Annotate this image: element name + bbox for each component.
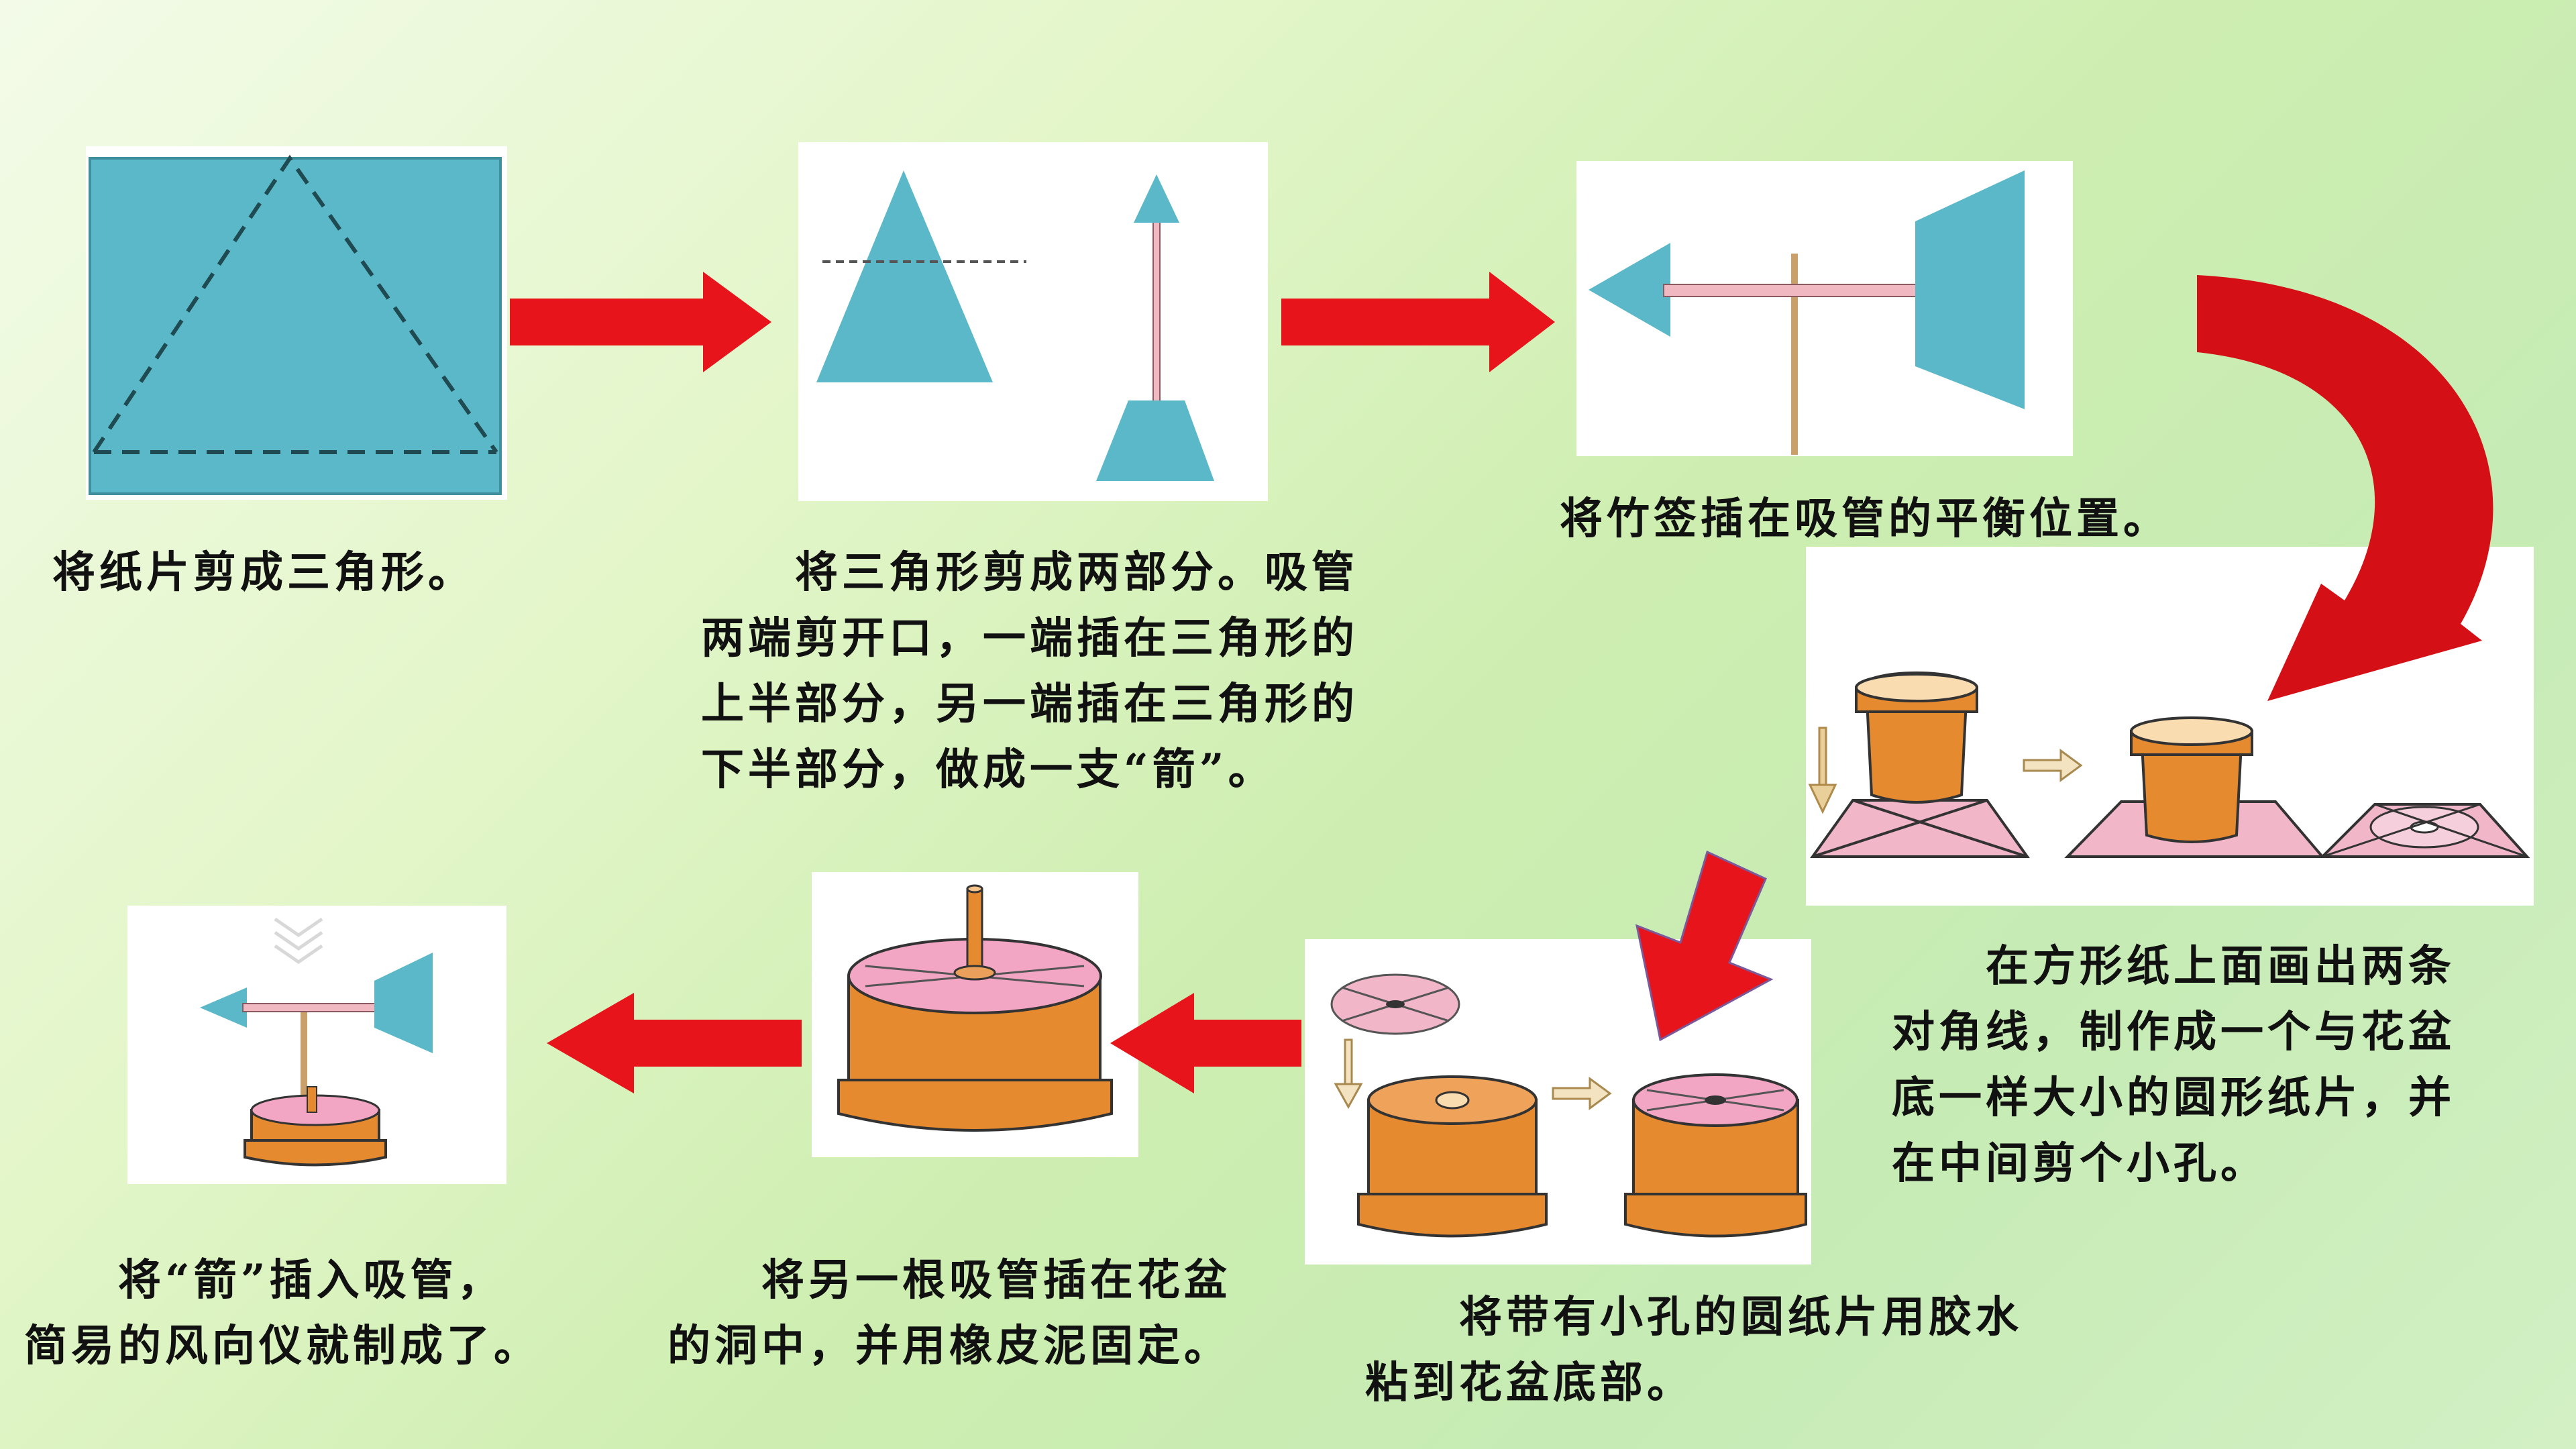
step3-caption: 将竹签插在吸管的平衡位置。 — [1560, 494, 2170, 544]
arrow-on-stick-icon — [1589, 170, 2025, 455]
paper-glue-icon — [1330, 973, 1807, 1238]
step6-image — [812, 872, 1138, 1157]
step7-caption: 将“箭”插入吸管， 简易的风向仪就制成了。 — [24, 1255, 541, 1371]
step2-image — [798, 142, 1268, 501]
left-arrow-icon — [547, 993, 802, 1093]
left-arrow-icon — [1110, 993, 1301, 1093]
arrow-assembly-icon — [816, 170, 1214, 481]
straw-in-pot-icon — [837, 884, 1113, 1132]
step7-image — [127, 906, 506, 1184]
step5-image — [1305, 939, 1811, 1265]
paper-square-icon — [89, 154, 502, 495]
right-arrow-icon — [510, 272, 771, 372]
wind-vane-icon — [200, 917, 433, 1167]
step5-caption: 将带有小孔的圆纸片用胶水 粘到花盆底部。 — [1365, 1292, 2023, 1408]
step2-caption: 将三角形剪成两部分。吸管 两端剪开口，一端插在三角形的 上半部分，另一端插在三角… — [701, 547, 1358, 795]
step1-caption: 将纸片剪成三角形。 — [52, 547, 475, 598]
step1-image — [86, 146, 507, 500]
step6-caption: 将另一根吸管插在花盆 的洞中，并用橡皮泥固定。 — [667, 1255, 1231, 1371]
pot-and-paper-icon — [1808, 672, 2530, 858]
step4-image — [1806, 547, 2534, 906]
step3-image — [1576, 161, 2073, 456]
step4-caption: 在方形纸上面画出两条 对角线，制作成一个与花盆 底一样大小的圆形纸片，并 在中间… — [1892, 941, 2455, 1189]
right-arrow-icon — [1281, 272, 1555, 372]
